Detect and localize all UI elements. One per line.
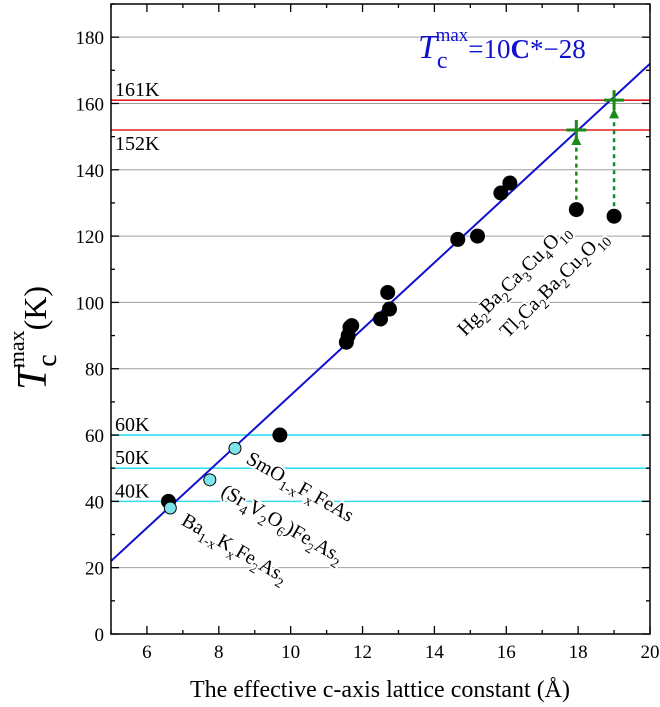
compound-part: Ba: [475, 287, 506, 318]
eq-rhs-prefix: =10: [468, 34, 510, 64]
data-point-filled-14: [606, 208, 622, 224]
data-point-filled-6: [373, 311, 388, 327]
svg-text:Tcmax(K): Tcmax(K): [4, 286, 63, 390]
y-tick-label-100: 100: [76, 293, 105, 314]
x-tick-label-6: 6: [142, 642, 152, 663]
x-tick-label-18: 18: [569, 642, 588, 663]
y-tick-label-120: 120: [76, 227, 105, 248]
data-point-open-0: [163, 501, 177, 515]
y-title-sup: max: [4, 330, 29, 368]
y-title-sub: c: [32, 354, 63, 366]
y-title-unit: (K): [17, 286, 53, 330]
data-point-open-2: [228, 441, 242, 455]
y-tick-label-20: 20: [85, 559, 104, 580]
y-tick-label-80: 80: [85, 360, 104, 381]
x-tick-label-16: 16: [497, 642, 516, 663]
x-axis-title: The effective c-axis lattice constant (Å…: [190, 677, 570, 703]
eq-rhs-suffix: *−28: [530, 34, 586, 64]
data-point-filled-11: [493, 185, 509, 201]
data-point-filled-9: [450, 231, 466, 247]
reference-label-50K: 50K: [115, 447, 150, 469]
arrow-layer: [571, 108, 620, 207]
compound-part: Ca: [496, 266, 527, 297]
compound-part: Cu: [554, 251, 586, 283]
compound-labels: SmO1-xFxFeAs(Sr4V2O6)Fe2As2Ba1-xKxFe2As2…: [176, 226, 617, 594]
x-tick-label-20: 20: [641, 642, 660, 663]
y-tick-label-40: 40: [85, 492, 104, 513]
x-tick-label-14: 14: [425, 642, 445, 663]
x-tick-label-8: 8: [214, 642, 224, 663]
y-tick-label-60: 60: [85, 426, 104, 447]
compound-part: Tl: [496, 314, 524, 342]
reference-lines: 161K 152K 60K 50K 40K: [111, 79, 650, 502]
plot-border: [110, 3, 651, 635]
data-point-filled-13: [568, 202, 584, 218]
compound-part: FeAs: [310, 487, 358, 527]
x-tick-label-10: 10: [281, 642, 300, 663]
reference-label-40K: 40K: [115, 480, 150, 502]
y-tick-label-0: 0: [95, 625, 105, 646]
eq-C: C: [511, 34, 531, 64]
compound-part: Cu: [517, 245, 549, 277]
eq-sup: max: [436, 25, 469, 46]
grid-layer: [111, 36, 650, 569]
compound-part: Ca: [513, 293, 544, 324]
eq-T: T: [418, 29, 439, 66]
data-point-filled-1: [272, 427, 288, 443]
data-point-filled-5: [344, 318, 360, 334]
y-tick-label-180: 180: [76, 28, 105, 49]
reference-label-60K: 60K: [115, 414, 150, 436]
y-title-main: T: [10, 364, 56, 390]
y-tick-label-140: 140: [76, 161, 105, 182]
data-point-filled-12: [502, 175, 518, 191]
fit-equation: Tcmax=10C*−28: [418, 25, 586, 74]
data-points: [160, 90, 625, 515]
data-point-filled-7: [380, 284, 396, 300]
y-tick-label-160: 160: [76, 94, 105, 115]
reference-label-161K: 161K: [115, 79, 160, 101]
eq-sub: c: [437, 48, 448, 74]
compound-part: Hg: [453, 307, 486, 340]
plot-frame: 6 8 10 12 14 16 18 20 0 20 40 60 80 100 120 140 160 180: [76, 3, 660, 663]
compound-part: Ba: [534, 273, 565, 304]
data-point-filled-8: [381, 301, 397, 317]
reference-label-152K: 152K: [115, 133, 160, 155]
data-point-filled-10: [470, 228, 486, 244]
y-axis-title: Tcmax(K): [4, 286, 63, 390]
data-point-open-1: [203, 473, 217, 487]
x-tick-label-12: 12: [353, 642, 372, 663]
